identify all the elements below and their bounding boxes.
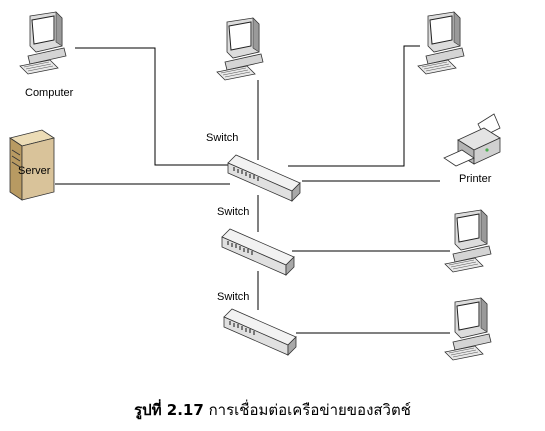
computer-icon — [19, 11, 67, 75]
link-pc3-switch1 — [288, 45, 420, 167]
server-icon — [9, 129, 55, 201]
switch-label: Switch — [206, 132, 238, 144]
switch-icon — [223, 308, 297, 356]
server-label: Server — [18, 165, 51, 177]
switch-icon — [221, 228, 295, 276]
caption-text: การเชื่อมต่อเครือข่ายของสวิตช์ — [208, 401, 411, 419]
figure-caption: รูปที่ 2.17 การเชื่อมต่อเครือข่ายของสวิต… — [0, 398, 545, 422]
computer-icon — [216, 17, 264, 81]
printer-label: Printer — [459, 173, 492, 185]
computer-icon — [444, 297, 492, 361]
switch-node-2: Switch — [217, 206, 295, 276]
link-computer-switch1 — [75, 47, 238, 166]
computer-icon — [417, 11, 465, 75]
printer-node: Printer — [443, 113, 501, 185]
computer-node: Computer — [19, 11, 74, 99]
printer-icon — [443, 113, 501, 167]
connection-lines — [55, 45, 450, 334]
switch-node-3: Switch — [217, 291, 297, 356]
switch-label: Switch — [217, 206, 249, 218]
switch-icon — [227, 154, 301, 202]
computer-label: Computer — [25, 87, 74, 99]
caption-figure-number: รูปที่ 2.17 — [134, 401, 204, 419]
switch-label: Switch — [217, 291, 249, 303]
computer-icon — [444, 209, 492, 273]
server-node: Server — [9, 129, 55, 201]
switch-node-1: Switch — [206, 132, 301, 202]
